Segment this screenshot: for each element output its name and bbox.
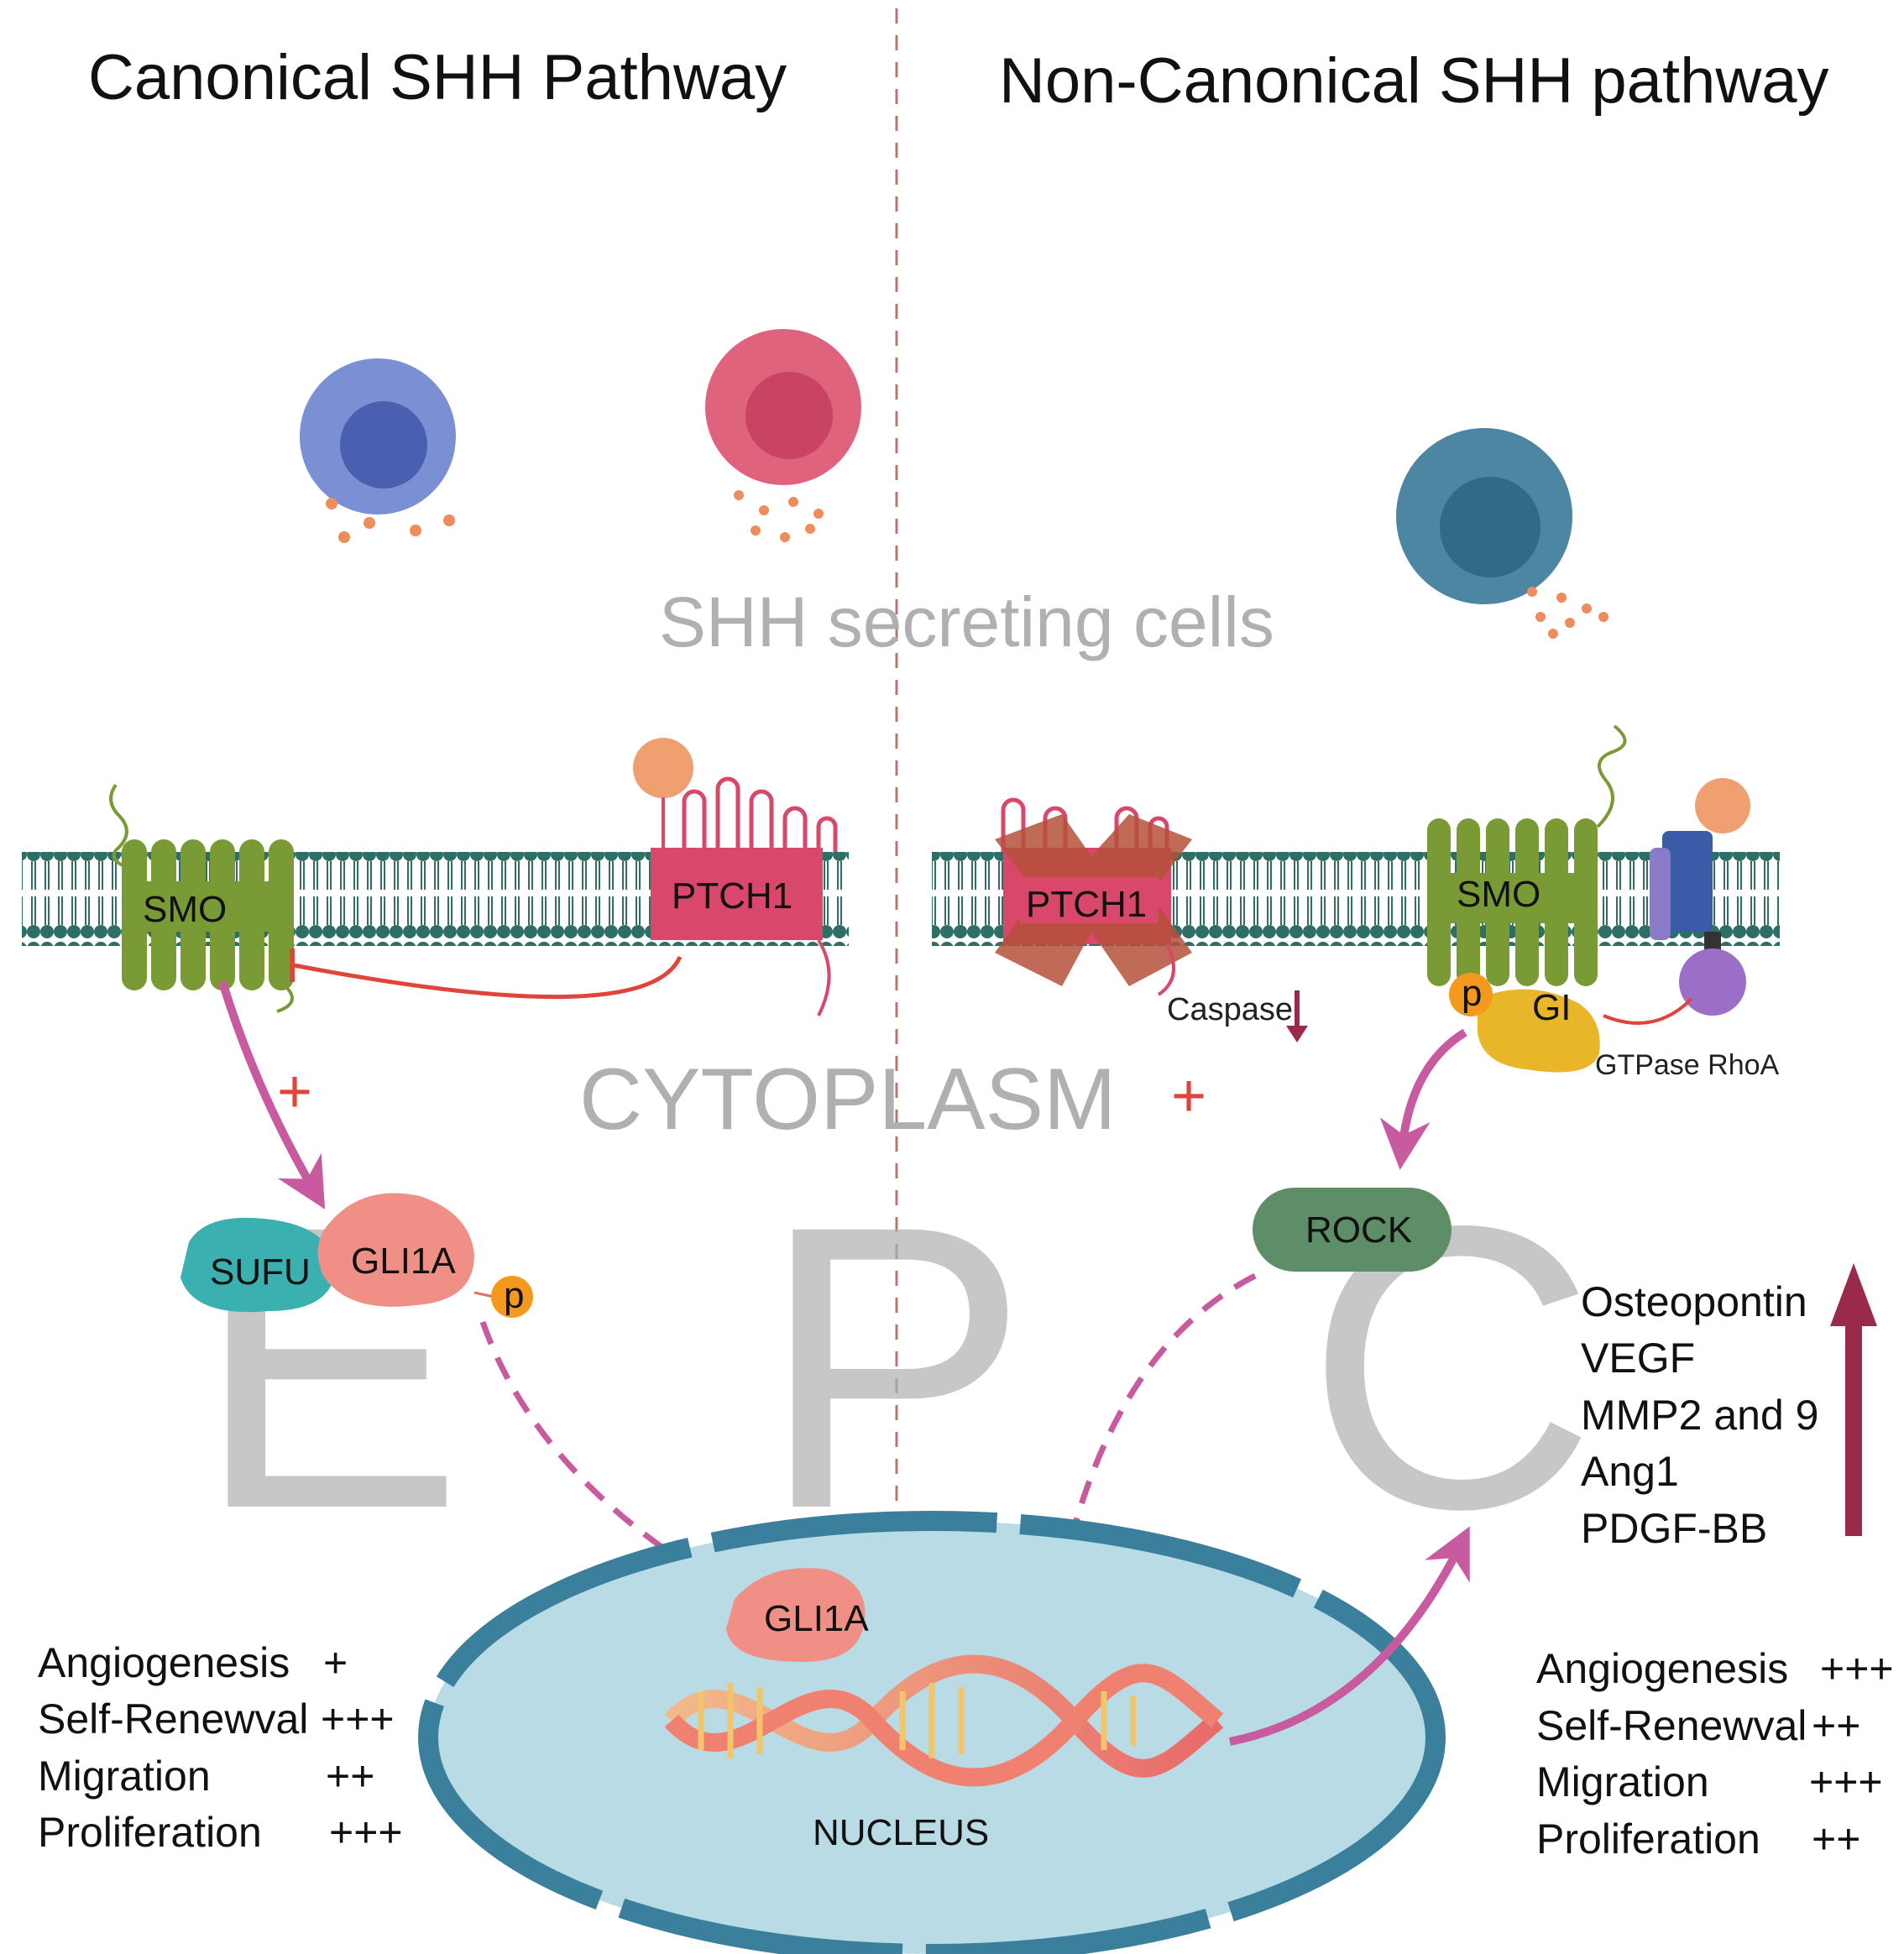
- title-canonical: Canonical SHH Pathway: [88, 42, 787, 113]
- effect-level: +++: [1809, 1758, 1883, 1805]
- ptch1-label-left: PTCH1: [672, 875, 792, 917]
- caspase-down-arrowhead: [1286, 1026, 1308, 1042]
- effect-name: Angiogenesis: [1536, 1645, 1788, 1692]
- label-cytoplasm: CYTOPLASM: [579, 1051, 1117, 1148]
- sufu-gli1a-complex: SUFU GLI1A p: [180, 1193, 533, 1318]
- effect-name: Angiogenesis: [38, 1639, 290, 1686]
- canonical-effects: Angiogenesis + Self-Renewval +++ Migrati…: [38, 1639, 403, 1856]
- arrow-dna-to-factors: [1229, 1526, 1470, 1746]
- gli1a-nuclear: GLI1A: [726, 1568, 869, 1662]
- effect-level: ++: [1812, 1816, 1860, 1863]
- upregulation-arrowhead: [1830, 1263, 1877, 1326]
- sufu-label: SUFU: [210, 1251, 311, 1293]
- rock-kinase: ROCK: [1253, 1188, 1452, 1272]
- factor-item: VEGF: [1581, 1335, 1695, 1382]
- effect-name: Migration: [38, 1753, 211, 1800]
- arrow-smo-to-gli: [218, 980, 326, 1209]
- ptch1-receptor-left: PTCH1: [633, 738, 838, 1016]
- secreting-cell-pink: [705, 329, 861, 542]
- factor-item: PDGF-BB: [1581, 1505, 1767, 1552]
- effect-level: +: [323, 1639, 348, 1686]
- inhibition-ptch1-smo: [293, 955, 683, 1000]
- gli1a-label: GLI1A: [351, 1241, 456, 1282]
- title-noncanonical: Non-Canonical SHH pathway: [999, 45, 1828, 117]
- secreting-cell-teal: [1396, 428, 1608, 639]
- gli1a-nucleus-label: GLI1A: [764, 1598, 869, 1639]
- effect-name: Proliferation: [1536, 1816, 1760, 1863]
- arrow-gi-to-rock: [1379, 1028, 1467, 1170]
- effect-name: Self-Renewval: [1536, 1702, 1807, 1749]
- phospho-label-right: p: [1462, 973, 1482, 1014]
- factor-item: Osteopontin: [1581, 1278, 1807, 1325]
- upregulated-factors: Osteopontin VEGF MMP2 and 9 Ang1 PDGF-BB: [1581, 1278, 1818, 1552]
- arrow-gli-to-nucleus: [479, 1320, 735, 1594]
- effect-name: Migration: [1536, 1758, 1709, 1805]
- gtpase-label: GTPase RhoA: [1595, 1049, 1780, 1081]
- effect-name: Proliferation: [38, 1809, 262, 1856]
- inhibition-gtpase-gi: [1603, 997, 1693, 1025]
- phospho-label-left: p: [504, 1275, 524, 1316]
- gi-label: GI: [1532, 987, 1571, 1028]
- ptch1-receptor-right: PTCH1: [995, 797, 1192, 996]
- gtpase-receptor: [1650, 778, 1750, 1016]
- effect-level: +++: [329, 1809, 403, 1856]
- plus-sign-left: +: [277, 1058, 312, 1126]
- noncanonical-effects: Angiogenesis +++ Self-Renewval ++ Migrat…: [1536, 1645, 1894, 1863]
- smo-receptor-left: SMO: [109, 783, 294, 1013]
- secreting-cell-blue: [300, 358, 456, 543]
- rock-label: ROCK: [1305, 1209, 1412, 1251]
- factor-item: Ang1: [1581, 1448, 1679, 1495]
- smo-label-right: SMO: [1457, 874, 1540, 915]
- g-protein-complex: GI p: [1449, 973, 1600, 1073]
- effect-level: ++: [1812, 1702, 1860, 1749]
- plus-sign-right: +: [1171, 1063, 1206, 1130]
- effect-name: Self-Renewval: [38, 1695, 308, 1742]
- caspase-label: Caspase: [1167, 992, 1293, 1027]
- factor-item: MMP2 and 9: [1581, 1392, 1818, 1439]
- smo-receptor-right: SMO: [1427, 724, 1627, 986]
- effect-level: +++: [321, 1695, 395, 1742]
- effect-level: +++: [1820, 1645, 1894, 1692]
- ptch1-label-right: PTCH1: [1026, 884, 1147, 925]
- smo-label-left: SMO: [143, 889, 227, 930]
- label-secreting-cells: SHH secreting cells: [659, 583, 1274, 661]
- dna-helix: [664, 1654, 1224, 1787]
- label-nucleus: NUCLEUS: [813, 1812, 989, 1853]
- effect-level: ++: [326, 1753, 374, 1800]
